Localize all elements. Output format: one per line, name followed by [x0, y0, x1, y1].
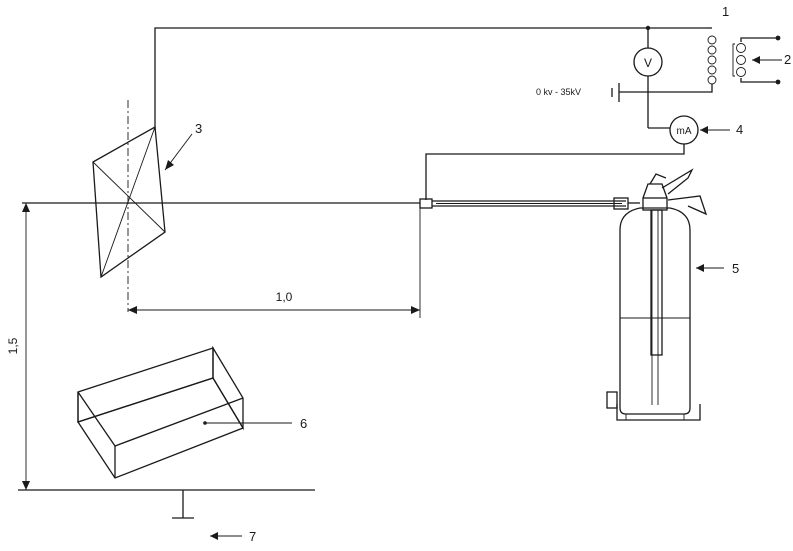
- dimension-vertical-label: 1,5: [6, 337, 20, 354]
- callout-7: 7: [249, 529, 256, 544]
- collecting-tray: [76, 345, 244, 479]
- supply-coil: [732, 35, 781, 85]
- callout-4: 4: [736, 122, 743, 137]
- ma-to-nozzle-lead: [425, 144, 685, 200]
- callout-2: 2: [784, 52, 791, 67]
- callout-5: 5: [732, 261, 739, 276]
- dimension-horizontal-label: 1,0: [276, 290, 293, 304]
- hv-wire: [154, 27, 705, 130]
- voltmeter-label: V: [644, 56, 652, 70]
- target-plate: [92, 100, 166, 312]
- junction-dot: [645, 25, 651, 31]
- transformer-coil: [645, 27, 717, 93]
- dimension-vertical: [22, 203, 30, 490]
- fire-extinguisher: [606, 168, 708, 421]
- dimension-horizontal: [128, 208, 421, 318]
- discharge-hose: [419, 197, 640, 210]
- milliammeter-label: mA: [677, 126, 692, 137]
- callout-3: 3: [195, 121, 202, 136]
- arrowhead-2: [752, 56, 760, 64]
- callout-6: 6: [300, 416, 307, 431]
- callout-1: 1: [722, 4, 729, 19]
- voltage-range-label: 0 kv - 35kV: [536, 87, 581, 97]
